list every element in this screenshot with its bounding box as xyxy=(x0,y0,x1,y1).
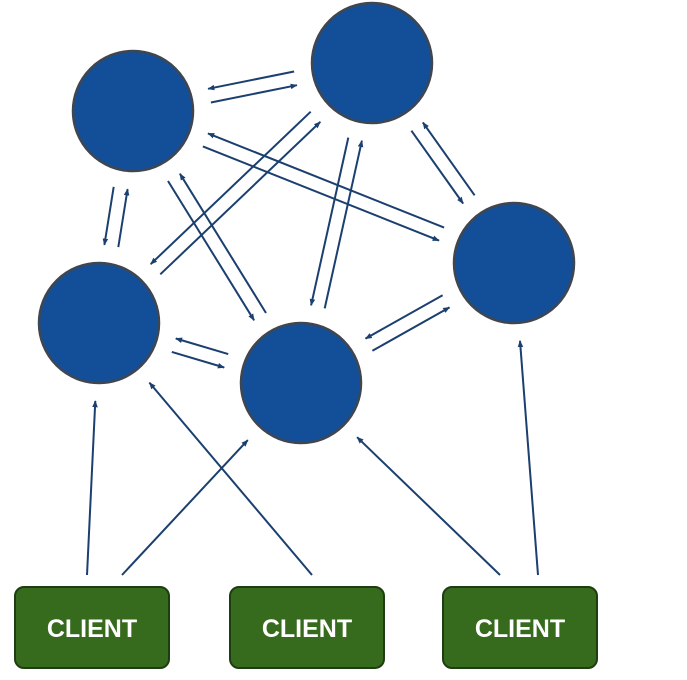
arrow-node-b-to-node-c xyxy=(150,110,312,265)
client-box-rect xyxy=(442,586,598,669)
arrow-node-e-to-node-d xyxy=(364,294,444,340)
arrow-node-a-to-node-c xyxy=(102,186,115,246)
arrow-node-d-to-node-a xyxy=(179,173,267,314)
arrow-node-c-to-node-b xyxy=(159,121,321,276)
client-label: CLIENT xyxy=(475,615,565,643)
client-label: CLIENT xyxy=(262,615,352,643)
client-label: CLIENT xyxy=(47,615,137,643)
arrow-node-e-to-node-b xyxy=(422,121,476,196)
server-node-center xyxy=(239,321,363,445)
arrow-node-d-to-node-b xyxy=(323,140,364,309)
client-box-3: CLIENT xyxy=(442,586,598,669)
client-box-rect xyxy=(229,586,385,669)
server-node-top-right xyxy=(310,1,434,125)
server-node-middle-left xyxy=(37,261,161,385)
arrow-client-2-to-node-c xyxy=(148,381,313,576)
arrow-node-a-to-node-d xyxy=(167,180,255,321)
server-node-right xyxy=(452,201,576,325)
arrow-node-d-to-node-c xyxy=(175,337,229,356)
arrow-node-c-to-node-a xyxy=(117,188,130,248)
arrow-client-3-to-node-e xyxy=(517,340,539,576)
client-box-2: CLIENT xyxy=(229,586,385,669)
arrow-node-a-to-node-b xyxy=(210,83,298,104)
nodes-group xyxy=(37,1,576,445)
arrow-node-c-to-node-d xyxy=(171,350,225,369)
clients-group: CLIENT CLIENT CLIENT xyxy=(14,586,598,669)
arrow-client-3-to-node-d xyxy=(356,436,501,576)
server-node-top-left xyxy=(71,49,195,173)
arrow-node-d-to-node-e xyxy=(371,306,451,352)
client-box-rect xyxy=(14,586,170,669)
arrow-node-e-to-node-a xyxy=(207,132,445,229)
arrow-node-b-to-node-d xyxy=(309,137,350,306)
arrow-node-a-to-node-e xyxy=(202,145,440,242)
arrow-client-1-to-node-d xyxy=(121,439,249,576)
client-box-1: CLIENT xyxy=(14,586,170,669)
arrow-node-b-to-node-a xyxy=(207,70,295,91)
edges-group xyxy=(86,70,539,576)
arrow-node-b-to-node-e xyxy=(410,130,464,205)
arrow-client-1-to-node-c xyxy=(86,400,98,576)
